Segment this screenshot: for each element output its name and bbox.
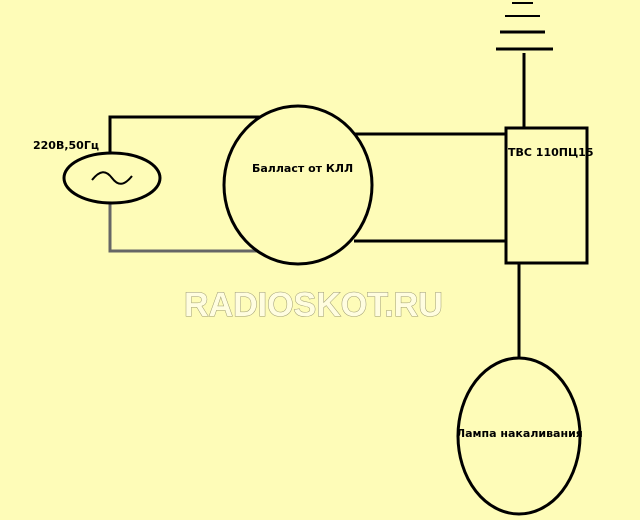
ballast-circle xyxy=(222,104,374,266)
wires xyxy=(108,53,526,358)
source-label: 220В,50Гц xyxy=(33,139,99,152)
ballast-label: Балласт от КЛЛ xyxy=(252,162,353,175)
lamp: Лампа накаливания xyxy=(456,356,583,516)
wire-source-bottom xyxy=(108,203,262,253)
wire-source-top xyxy=(108,115,262,153)
transformer-label: ТВС 110ПЦ15 xyxy=(508,146,593,159)
lamp-label: Лампа накаливания xyxy=(456,427,583,440)
transformer-box xyxy=(504,126,589,265)
watermark: RADIOSKOT.RU xyxy=(184,286,443,324)
ac-source: 220В,50Гц xyxy=(33,139,162,205)
ground-icon xyxy=(496,2,553,51)
sine-wave-icon xyxy=(91,171,133,185)
lamp-circle xyxy=(456,356,582,516)
ballast: Балласт от КЛЛ xyxy=(222,104,374,266)
transformer: ТВС 110ПЦ15 xyxy=(504,126,593,265)
